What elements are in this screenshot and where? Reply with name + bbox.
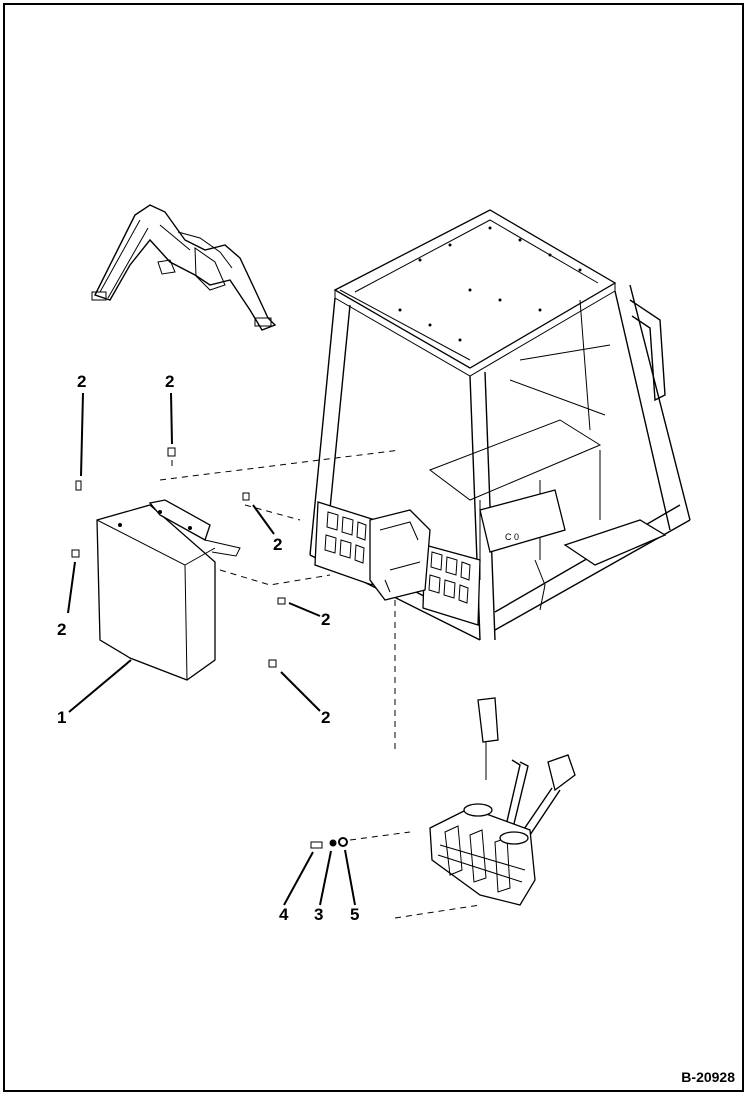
callout-1: 1	[57, 708, 67, 727]
cover-panel	[96, 499, 241, 681]
callout-2-right-middle: 2	[321, 610, 331, 629]
svg-text:C 0: C 0	[505, 532, 519, 542]
assembly-lines	[159, 449, 481, 919]
callout-5: 5	[350, 905, 360, 924]
callout-4: 4	[279, 905, 289, 924]
backhoe-assembly	[91, 204, 277, 331]
control-valve	[429, 697, 576, 906]
leader-lines	[67, 392, 356, 906]
drawing-number: B-20928	[681, 1069, 735, 1085]
drawing-border	[3, 3, 744, 1092]
callout-2-right-upper: 2	[273, 535, 283, 554]
callout-2-right-lower: 2	[321, 708, 331, 727]
cab-frame: C 0	[309, 209, 691, 641]
fasteners	[71, 447, 286, 668]
callout-2-upper-left: 2	[77, 372, 87, 391]
callout-3: 3	[314, 905, 324, 924]
callout-2-upper-center: 2	[165, 372, 175, 391]
callout-2-left: 2	[57, 620, 67, 639]
valve-hardware	[310, 837, 348, 849]
